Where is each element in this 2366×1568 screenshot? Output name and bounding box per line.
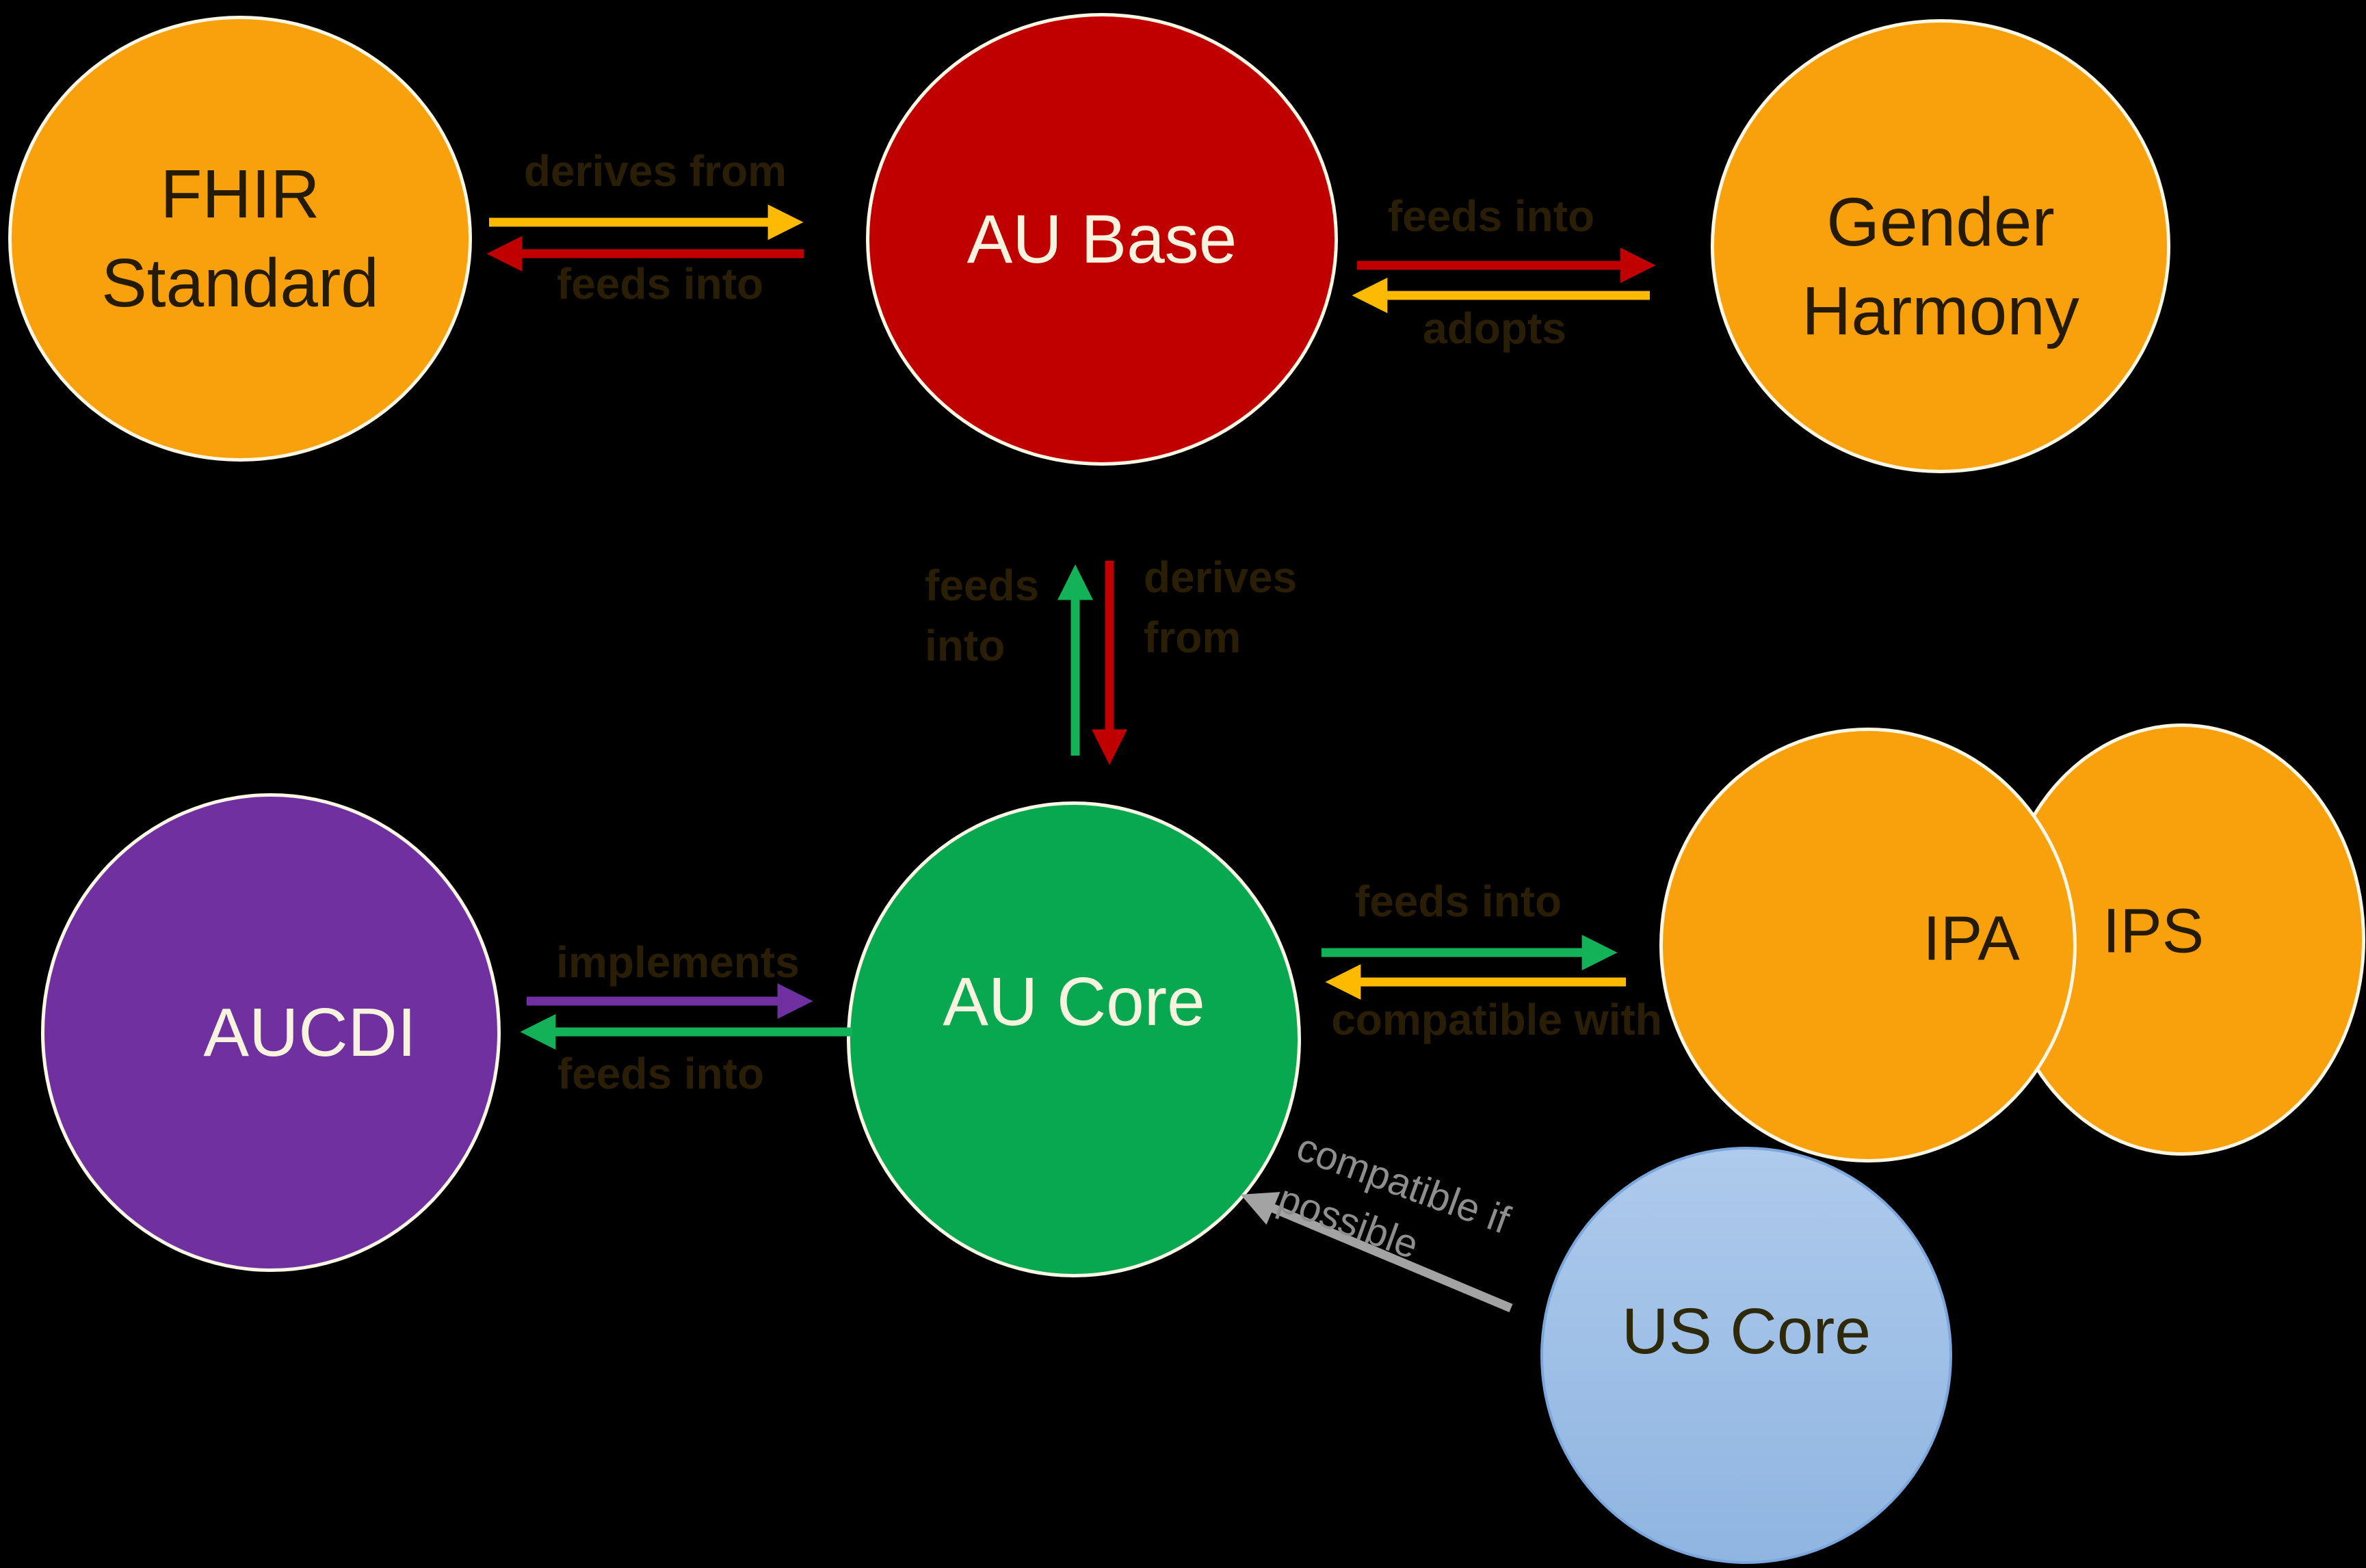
node-us-core-label: US Core	[1621, 1295, 1871, 1368]
edge-label-feeds-into-fhir: feeds into	[556, 259, 764, 308]
edge-label-derives-from-vertical: derives from	[1144, 547, 1297, 668]
node-au-core-label: AU Core	[943, 964, 1205, 1040]
node-au-base: AU Base	[866, 13, 1338, 466]
node-fhir-standard-label: FHIR Standard	[101, 150, 379, 328]
node-ips-label: IPS	[2102, 896, 2205, 966]
edge-label-adopts: adopts	[1423, 304, 1566, 353]
edge-label-feeds-into-aucdi: feeds into	[557, 1049, 765, 1098]
edge-label-implements: implements	[556, 938, 800, 987]
node-us-core: US Core	[1540, 1147, 1952, 1564]
node-gender-harmony-label-line1: Gender	[1826, 184, 2055, 261]
arrow-compatible-uscore-to-aucore	[1240, 1192, 1513, 1312]
node-aucdi: AUCDI	[41, 793, 501, 1272]
node-au-base-label: AU Base	[967, 201, 1237, 278]
edge-label-derives-from-vertical-line2: from	[1144, 613, 1241, 663]
edge-label-feeds-into-ipa: feeds into	[1354, 877, 1562, 926]
edge-label-derives-from: derives from	[523, 146, 787, 196]
node-fhir-standard: FHIR Standard	[8, 16, 472, 462]
node-gender-harmony-label: Gender Harmony	[1802, 178, 2079, 356]
edge-label-derives-from-vertical-line1: derives	[1144, 553, 1298, 602]
edge-label-feeds-into-gh: feeds into	[1387, 191, 1595, 241]
node-fhir-standard-label-line2: Standard	[101, 245, 379, 321]
node-fhir-standard-label-line1: FHIR	[160, 156, 320, 232]
edge-label-feeds-into-vertical-line2: into	[925, 621, 1005, 671]
node-ipa-label: IPA	[1923, 903, 2020, 974]
node-aucdi-label: AUCDI	[203, 994, 417, 1071]
node-ipa	[1659, 728, 2077, 1162]
node-au-core: AU Core	[847, 801, 1301, 1277]
edge-label-feeds-into-vertical: feeds into	[925, 555, 1039, 676]
edge-label-compatible-with: compatible with	[1331, 995, 1662, 1044]
node-gender-harmony: Gender Harmony	[1711, 19, 2170, 473]
node-gender-harmony-label-line2: Harmony	[1802, 273, 2079, 349]
edge-label-feeds-into-vertical-line1: feeds	[925, 561, 1040, 610]
